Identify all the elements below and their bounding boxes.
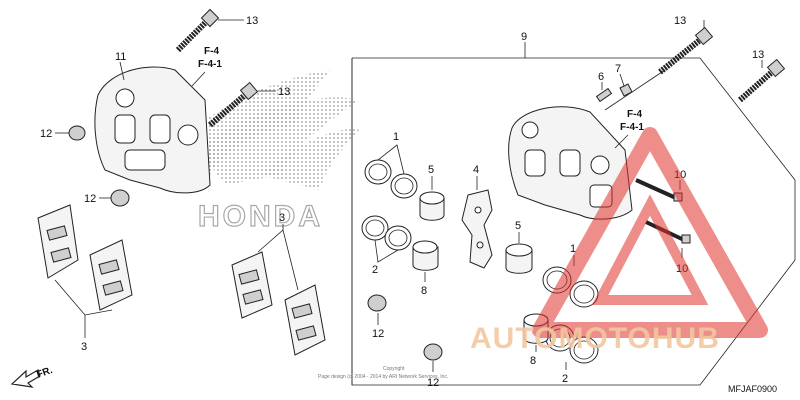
copyright-line-2: Page design (c) 2004 - 2014 by ARI Netwo… xyxy=(318,374,448,380)
label-left-pads-3: 3 xyxy=(81,341,87,353)
copyright-line-1: Copyright xyxy=(383,366,405,372)
label-dust-seal-2: 2 xyxy=(372,264,378,276)
label-spring-4: 4 xyxy=(473,164,479,176)
ref-right-f4: F-4 xyxy=(627,109,642,120)
label-seal-12-a: 12 xyxy=(40,128,52,140)
label-bolt-13-a: 13 xyxy=(246,15,258,27)
center-piston-upper xyxy=(419,191,445,221)
label-right-seal-2: 2 xyxy=(562,373,568,385)
left-bolt-mid xyxy=(208,81,259,128)
watermark-site-text: AUTOMOTOHUB xyxy=(470,322,720,355)
left-caliper xyxy=(94,66,211,194)
label-right-piston-5: 5 xyxy=(515,220,521,232)
center-piston-seals xyxy=(361,159,418,251)
label-right-piston-8: 8 xyxy=(530,355,536,367)
bleeder-cap xyxy=(619,83,633,97)
right-caliper xyxy=(508,106,633,220)
label-piston-5: 5 xyxy=(428,164,434,176)
center-boot-b xyxy=(423,343,443,361)
label-bleeder-6: 6 xyxy=(598,71,604,83)
center-boot-a xyxy=(367,294,387,312)
bleeder-valve xyxy=(595,87,613,103)
label-right-seal-1: 1 xyxy=(570,243,576,255)
right-bolt-b xyxy=(738,58,786,103)
right-piston-upper xyxy=(505,243,533,274)
label-boot-12-a: 12 xyxy=(372,328,384,340)
ref-left-f4: F-4 xyxy=(204,46,219,57)
left-brake-pads xyxy=(37,204,133,311)
label-seal-12-b: 12 xyxy=(84,193,96,205)
label-boot-12-b: 12 xyxy=(427,377,439,389)
left-bolt-top xyxy=(175,8,220,53)
label-front: FR. xyxy=(35,365,54,381)
left-seal-bottom xyxy=(110,189,130,207)
ref-left-f41: F-4-1 xyxy=(198,59,222,70)
automotohub-watermark xyxy=(532,127,768,338)
label-assembly-9: 9 xyxy=(521,31,527,43)
diagram-code: MFJAF0900 xyxy=(728,384,777,394)
pad-spring xyxy=(461,189,493,269)
honda-letters: HONDA xyxy=(198,200,323,233)
front-direction-arrow xyxy=(10,369,41,388)
center-piston-lower xyxy=(412,240,439,271)
label-center-pads-3: 3 xyxy=(279,212,285,224)
left-seal-top xyxy=(68,125,86,141)
label-seal-1: 1 xyxy=(393,131,399,143)
ref-right-f41: F-4-1 xyxy=(620,122,644,133)
label-left-caliper-11: 11 xyxy=(115,51,126,63)
center-brake-pads xyxy=(231,251,326,356)
label-right-bolt-13-a: 13 xyxy=(674,15,686,27)
label-right-bolt-13-b: 13 xyxy=(752,49,764,61)
label-bolt-13-b: 13 xyxy=(278,86,290,98)
right-bolt-a xyxy=(658,26,714,75)
label-piston-8: 8 xyxy=(421,285,427,297)
label-cap-7: 7 xyxy=(615,63,621,75)
